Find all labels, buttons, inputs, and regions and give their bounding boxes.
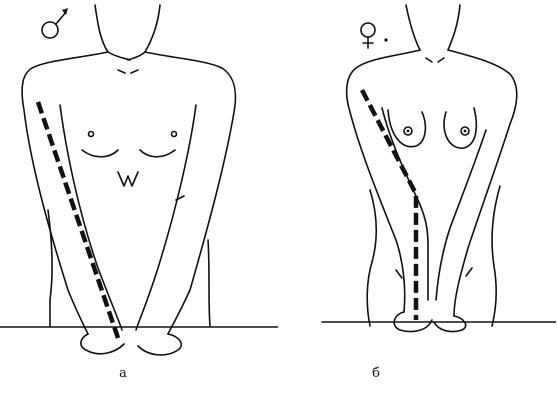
right-torso-side [492, 186, 500, 326]
right-hand [434, 316, 466, 332]
female-symbol-icon [361, 23, 388, 48]
right-shoulder-arm [145, 52, 236, 334]
forearm-axis-dashed-line [362, 90, 416, 320]
right-breast [444, 108, 476, 148]
caption-a: а [113, 366, 133, 381]
right-nipple [172, 132, 177, 137]
neck-outline [406, 5, 460, 50]
panel-male: а [0, 0, 278, 393]
left-shoulder-arm [22, 52, 108, 334]
female-torso-drawing [278, 0, 556, 393]
male-symbol-icon [42, 8, 68, 38]
abdomen-lines [118, 172, 138, 186]
chest-contours [82, 150, 175, 157]
right-shoulder-arm [448, 50, 517, 316]
collarbones [108, 52, 145, 73]
left-inner-arm [382, 108, 428, 300]
caption-b: б [366, 366, 386, 381]
neck-outline [95, 5, 160, 52]
left-breast [388, 110, 425, 147]
left-torso-side [367, 190, 376, 326]
right-hand [138, 334, 181, 355]
left-nipple [89, 132, 94, 137]
male-torso-drawing [0, 0, 278, 393]
left-inner-arm [60, 105, 122, 330]
panel-female: б [278, 0, 556, 393]
collarbones [426, 58, 444, 62]
right-torso-side [208, 240, 210, 326]
